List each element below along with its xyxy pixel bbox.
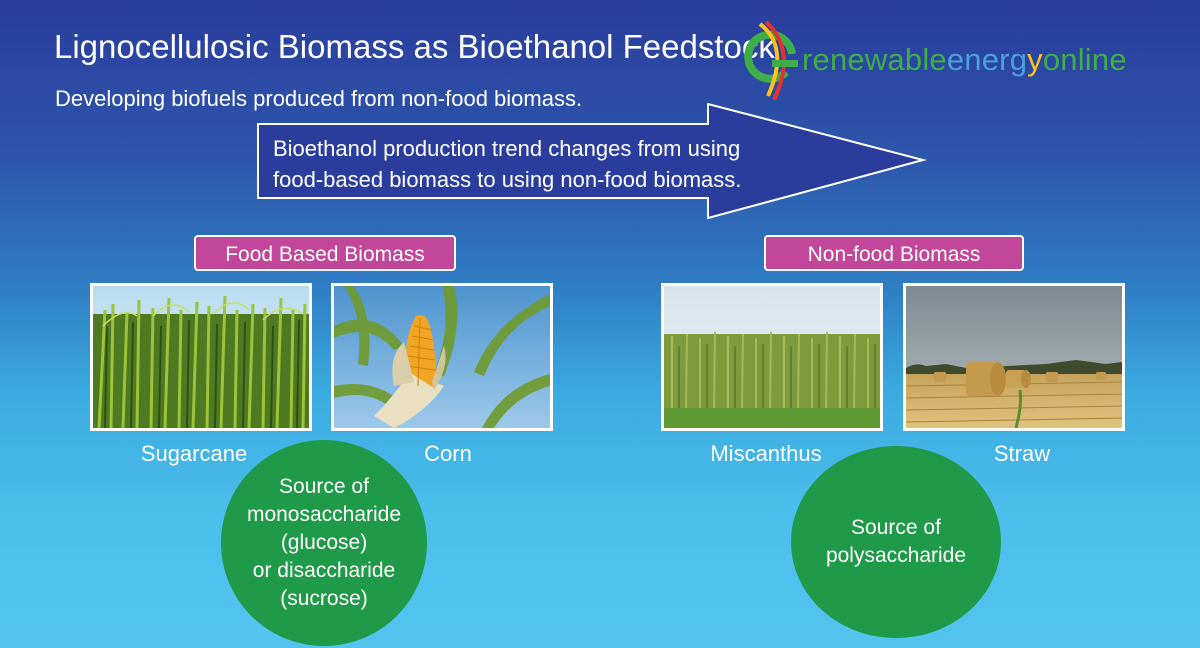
miscanthus-caption: Miscanthus [710, 441, 822, 466]
circle-line: (glucose) [280, 531, 368, 554]
circle-line: Source of [851, 516, 941, 539]
sugarcane-photo [90, 283, 312, 431]
straw-photo [903, 283, 1125, 431]
logo-letter-y: y [1027, 42, 1043, 77]
corn-photo [331, 283, 553, 431]
non-food-biomass-tag: Non-food Biomass [764, 235, 1024, 271]
circle-line: (sucrose) [280, 587, 368, 610]
trend-arrow [257, 102, 927, 220]
food-based-biomass-tag: Food Based Biomass [194, 235, 456, 271]
logo-wordmark: renewableenergyonline [802, 42, 1127, 78]
circle-line: polysaccharide [825, 544, 967, 567]
logo-word-online: online [1042, 42, 1127, 77]
slide-subtitle: Developing biofuels produced from non-fo… [55, 86, 583, 111]
sugarcane-caption: Sugarcane [140, 441, 248, 466]
slide-title: Lignocellulosic Biomass as Bioethanol Fe… [54, 28, 775, 65]
circle-text: Source of monosaccharide (glucose) or di… [247, 473, 401, 613]
trend-line-2: food-based biomass to using non-food bio… [273, 167, 742, 192]
renewable-energy-logo-icon [744, 20, 798, 100]
logo-word-energ: energ [946, 42, 1028, 77]
trend-line-1: Bioethanol production trend changes from… [273, 136, 741, 161]
straw-caption: Straw [993, 441, 1051, 466]
logo-word-renewable: renewable [802, 42, 947, 77]
circle-line: or disaccharide [252, 559, 396, 582]
polysaccharide-source-circle: Source of polysaccharide [791, 446, 1001, 638]
circle-text: Source of polysaccharide [826, 514, 966, 570]
miscanthus-photo [661, 283, 883, 431]
corn-caption: Corn [424, 441, 472, 466]
monosaccharide-source-circle: Source of monosaccharide (glucose) or di… [221, 440, 427, 646]
trend-arrow-text: Bioethanol production trend changes from… [273, 133, 741, 195]
circle-line: Source of [279, 475, 369, 498]
circle-line: monosaccharide [246, 503, 402, 526]
